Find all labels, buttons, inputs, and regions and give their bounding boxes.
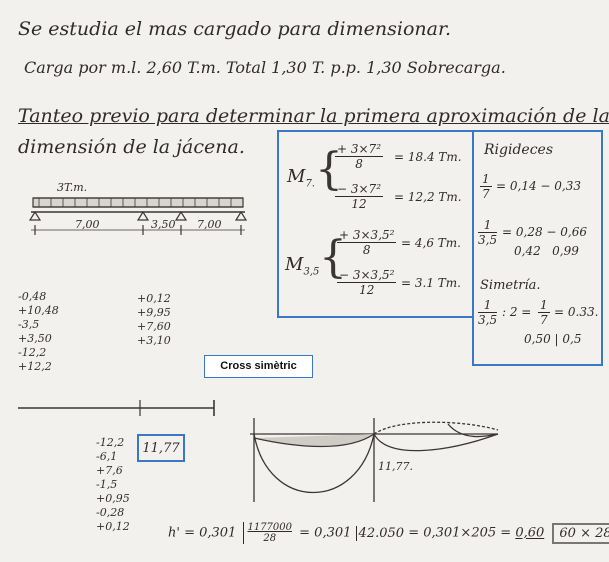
beam-span-b: 3,50 [151, 218, 176, 231]
m7-neg-den: 12 [351, 197, 367, 211]
stiffness-r2-num: 1 [478, 218, 498, 233]
beam-sketch: 3T.m. 7,00 3,50 7,00 [28, 181, 248, 235]
m35-pos-value: = 4,6 Tm. [401, 236, 461, 250]
formula-mid: = 0,301 [299, 525, 352, 541]
cross-simetric-label: Cross simètric [204, 355, 313, 378]
symmetry-value: = 0.33. [554, 305, 599, 319]
symmetry-num-2: 1 [538, 298, 550, 313]
m7-pos-den: 8 [355, 157, 363, 171]
note-line-4: dimensión de la jácena. [18, 136, 245, 158]
m35-letter: M [285, 254, 304, 275]
m35-neg-value: = 3.1 Tm. [401, 276, 461, 290]
m35-sub: 3,5 [303, 266, 320, 278]
stiffness-title: Rigideces [484, 142, 554, 158]
m35-label: M3,5 [285, 254, 319, 278]
stiffness-r1-num: 1 [480, 172, 492, 187]
formula-tail: = 0,301×205 = [408, 525, 512, 541]
stiffness-r1-den: 7 [482, 187, 490, 201]
m7-sub: 7. [305, 178, 315, 190]
note-line-3-text: Tanteo previo para determinar la primera… [18, 105, 609, 127]
m7-neg-value: = 12,2 Tm. [394, 190, 462, 204]
m35-brace: { [319, 232, 347, 283]
cross-column-left: -0,48 +10,48 -3,5 +3,50 -12,2 +12,2 [18, 290, 59, 373]
moment-diagram: 11,77. [250, 418, 499, 502]
cross-beam-line [18, 400, 215, 416]
m7-pos-num: + 3×7² [335, 142, 384, 157]
symmetry-row: 0,50 | 0,5 [524, 332, 582, 346]
m7-neg-num: − 3×7² [335, 182, 384, 197]
symmetry-title: Simetría. [480, 278, 541, 293]
m35-neg-num: − 3×3,5² [337, 268, 397, 283]
m35-pos-den: 8 [362, 243, 371, 257]
stiffness-r2-value: = 0,28 − 0,66 [502, 225, 587, 239]
symmetry-den-2: 7 [540, 313, 548, 327]
formula-result: 0,60 [515, 525, 545, 541]
symmetry-mid: : 2 = [502, 305, 532, 319]
m35-neg-den: 12 [359, 283, 375, 297]
beam-span-c: 7,00 [197, 218, 222, 231]
stiffness-sum-row: 0,42 0,99 [514, 244, 579, 258]
m7-brace: { [315, 144, 343, 195]
beam-span-a: 7,00 [75, 218, 100, 231]
note-line-2: Carga por m.l. 2,60 T.m. Total 1,30 T. p… [24, 58, 506, 77]
beam-load-label: 3T.m. [57, 181, 87, 194]
cross-column-middle: +0,12 +9,95 +7,60 +3,10 [137, 292, 171, 347]
formula-root2: 42.050 [355, 525, 405, 541]
cross-column-lower: -12,2 -6,1 +7,6 -1,5 +0,95 -0,28 +0,12 [96, 436, 130, 533]
formula-frac1-num: 1177000 [247, 522, 293, 533]
stiffness-r2-den: 3,5 [478, 233, 498, 247]
m7-letter: M [287, 166, 306, 187]
cross-result-box: 11,77 [137, 434, 185, 462]
stiffness-r1-value: = 0,14 − 0,33 [496, 179, 581, 193]
symmetry-den-1: 3,5 [478, 313, 498, 327]
m35-pos-num: + 3×3,5² [337, 228, 397, 243]
formula-section: 60 × 28 [552, 522, 609, 544]
m7-label: M7. [287, 166, 315, 190]
diagram-mark: 11,77. [378, 460, 413, 473]
formula-prefix: h' = 0,301 [168, 525, 237, 541]
note-line-3: Tanteo previo para determinar la primera… [18, 105, 609, 127]
formula-frac1-den: 28 [263, 533, 277, 544]
m7-pos-value: = 18.4 Tm. [394, 150, 462, 164]
symmetry-num-1: 1 [478, 298, 498, 313]
note-line-1: Se estudia el mas cargado para dimension… [18, 18, 451, 40]
